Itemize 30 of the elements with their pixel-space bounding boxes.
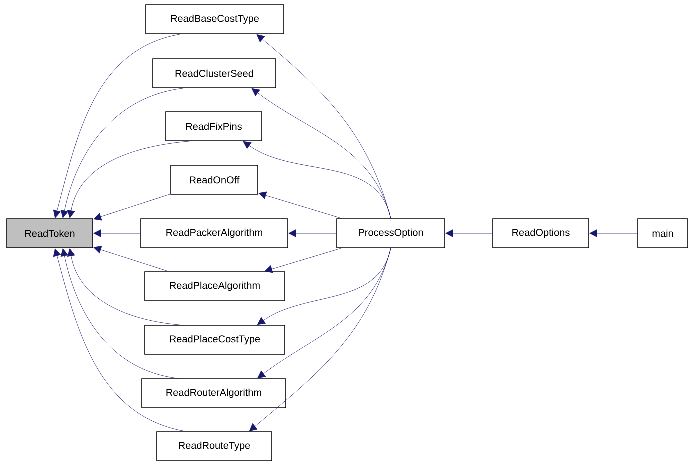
arrow: [249, 248, 392, 432]
function-box: ReadRouteType: [156, 432, 272, 462]
arrow: [53, 34, 180, 218]
function-box: ReadPlaceAlgorithm: [144, 272, 286, 302]
function-box: ReadToken: [6, 218, 94, 248]
function-box: ReadRouterAlgorithm: [142, 378, 286, 408]
function-box: ReadOptions: [492, 218, 590, 248]
function-box: ReadBaseCostType: [146, 4, 284, 34]
arrow: [60, 248, 178, 379]
function-box: ProcessOption: [336, 218, 446, 248]
function-box: ReadPackerAlgorithm: [140, 218, 288, 248]
arrow: [446, 230, 493, 238]
arrow: [60, 88, 184, 218]
function-box: ReadFixPins: [166, 112, 262, 142]
function-box: main: [638, 218, 688, 248]
arrow: [67, 248, 180, 326]
arrow: [258, 192, 342, 219]
arrow: [67, 141, 190, 218]
arrow: [243, 141, 392, 219]
function-box: ReadClusterSeed: [152, 58, 276, 88]
arrow: [257, 248, 392, 326]
arrow: [94, 246, 169, 272]
function-box: ReadPlaceCostType: [144, 325, 286, 355]
arrow: [94, 230, 141, 238]
arrow: [53, 248, 186, 432]
arrow: [288, 230, 337, 238]
arrow: [264, 248, 342, 274]
arrow: [590, 230, 638, 238]
arrow: [94, 194, 171, 221]
function-box: ReadOnOff: [170, 165, 258, 195]
